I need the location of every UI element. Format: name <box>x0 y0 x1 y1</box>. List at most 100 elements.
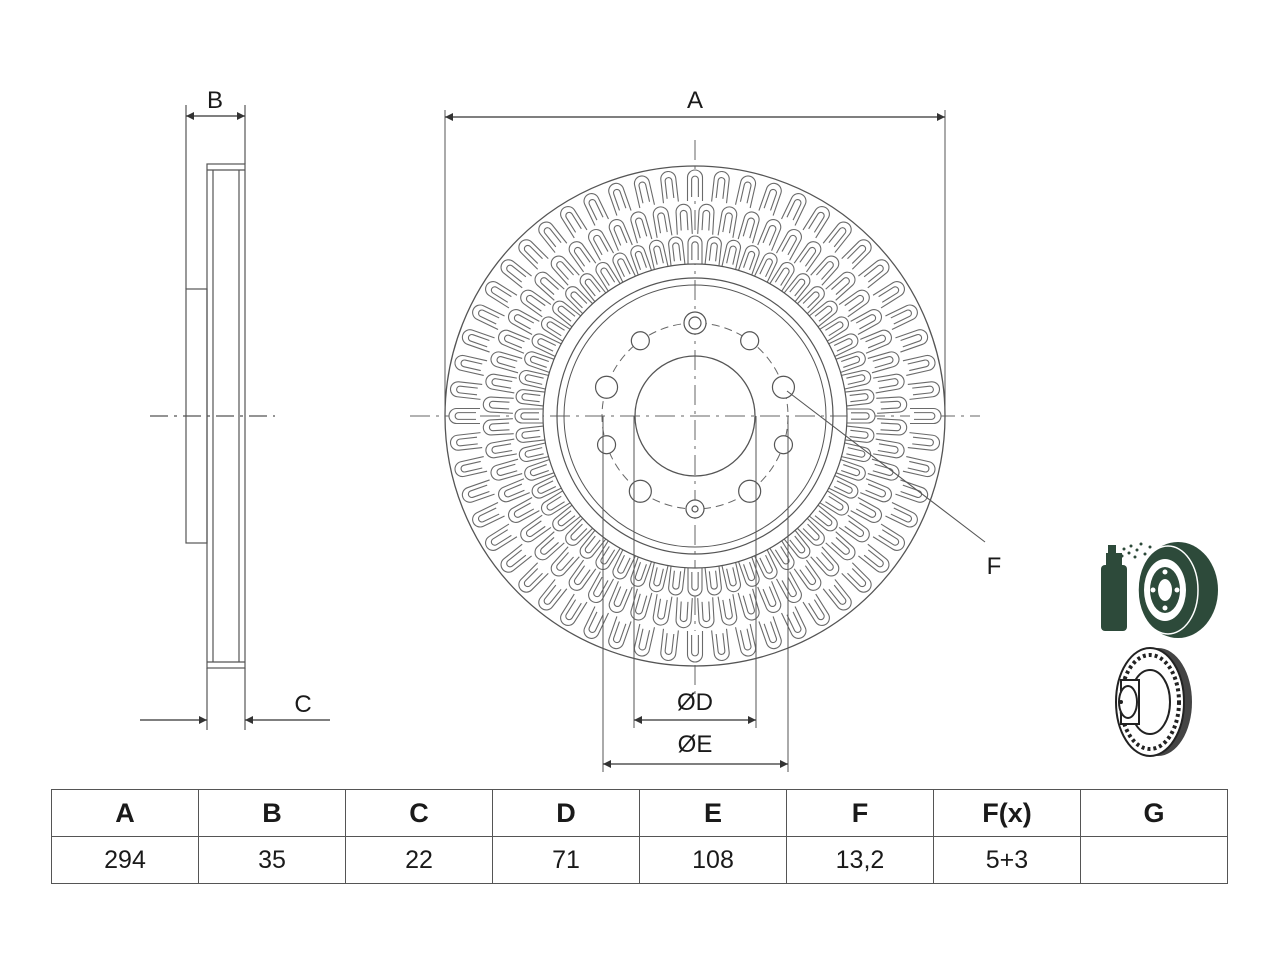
vent-slot-inner <box>521 393 541 403</box>
hub-hole <box>738 479 762 503</box>
vent-slot-inner <box>556 552 574 571</box>
vent-slot-inner <box>679 209 689 231</box>
vent-slot-inner <box>588 611 604 633</box>
vent-slot-inner <box>786 199 802 221</box>
vent-slot-inner <box>789 535 806 554</box>
table-value-cell: 13,2 <box>786 836 934 884</box>
vent-slot-inner <box>488 400 510 410</box>
vent-slot-inner <box>708 242 718 262</box>
vent-slot-inner <box>664 633 675 655</box>
vent-slot-inner <box>506 264 527 283</box>
vent-slot-inner <box>763 621 778 644</box>
leader-f-label: F <box>987 553 1002 580</box>
vent-slot-inner <box>743 562 756 582</box>
vent-slot-inner <box>612 621 627 644</box>
vent-slot-inner <box>617 258 631 278</box>
vent-slot-inner <box>600 267 616 286</box>
vent-slot-inner <box>513 502 535 518</box>
vent-slot-inner <box>743 250 756 270</box>
vent-slot-inner <box>617 554 631 574</box>
vent-slot-inner <box>872 356 894 369</box>
vent-slot-inner <box>726 245 737 265</box>
hub-hole <box>740 331 760 351</box>
vent-slot-inner <box>802 523 820 541</box>
vent-slot-inner <box>846 374 866 385</box>
vent-slot-inner <box>584 535 601 554</box>
specification-table: A B C D E F F(x) G 294 35 22 71 108 13,2… <box>51 789 1228 884</box>
vent-slot-inner <box>593 576 609 598</box>
dimension-e-label: ØE <box>678 731 713 758</box>
vent-slot-inner <box>584 278 601 297</box>
hub-hole <box>628 479 652 503</box>
vent-slot-inner <box>537 480 557 494</box>
vent-slot-inner <box>849 429 869 439</box>
vent-slot-inner <box>537 338 557 352</box>
vent-slot-inner <box>742 217 755 239</box>
vent-slot-inner <box>841 355 861 368</box>
vent-slot-inner <box>513 314 535 330</box>
vent-slot-inner <box>701 601 711 623</box>
vent-slot-inner <box>880 400 902 410</box>
vent-slot-inner <box>491 378 513 389</box>
vent-slot-inner <box>523 568 543 588</box>
disc-front-view <box>410 140 980 700</box>
hub-hole <box>691 505 699 513</box>
vent-slot-inner <box>878 286 900 303</box>
vent-slot-inner <box>762 586 777 607</box>
vent-slot-inner <box>525 520 546 538</box>
vent-slot-inner <box>701 209 711 231</box>
vent-slot-inner <box>774 267 790 286</box>
vent-slot-inner <box>825 321 844 337</box>
vent-slot-inner <box>565 599 582 621</box>
vent-slot-inner <box>825 495 844 511</box>
vent-slot-inner <box>634 562 647 582</box>
vent-slot-inner <box>691 241 699 260</box>
table-value-cell <box>1080 836 1228 884</box>
vent-slot-inner <box>460 359 483 372</box>
vent-slot-inner <box>855 502 877 518</box>
table-value-cell: 5+3 <box>933 836 1081 884</box>
vent-slot-inner <box>786 611 802 633</box>
center-bore <box>634 355 756 477</box>
vented-disc-perspective-icon <box>1115 647 1192 757</box>
vent-slot-inner <box>523 244 543 264</box>
vent-slot-inner <box>691 175 699 197</box>
vent-slot-inner <box>496 463 518 476</box>
vent-slot-inner <box>877 378 899 389</box>
vent-slot-inner <box>844 294 865 312</box>
vent-slot-inner <box>847 244 867 264</box>
vent-slot-inner <box>565 211 582 233</box>
dimension-d-label: ØD <box>677 689 713 716</box>
vent-slot-inner <box>863 549 884 568</box>
vent-slot-inner <box>570 523 588 541</box>
vent-slot-inner <box>467 484 490 499</box>
vent-slot-inner <box>478 309 500 325</box>
vent-slot-inner <box>847 568 867 588</box>
table-header-cell: C <box>345 789 493 837</box>
table-value-row: 294 35 22 71 108 13,2 5+3 <box>51 836 1228 884</box>
table-header-row: A B C D E F F(x) G <box>51 789 1228 837</box>
vent-slot-inner <box>781 576 797 598</box>
hub-hole <box>771 375 796 399</box>
vent-slot-inner <box>890 507 912 523</box>
vent-slot-inner <box>814 510 833 527</box>
vent-slot-inner <box>759 554 773 574</box>
disc-side-view <box>150 105 275 730</box>
vent-slot-inner <box>763 188 778 211</box>
vent-slot-inner <box>781 234 797 256</box>
vent-slot-inner <box>543 584 562 605</box>
vent-slot-inner <box>762 225 777 246</box>
vent-slot-inner <box>635 217 648 239</box>
vent-slot-inner <box>600 546 616 565</box>
table-header-cell: F(x) <box>933 789 1081 837</box>
dimension-b-label: B <box>207 87 223 114</box>
spray-can-coated-disc-icon <box>1101 542 1218 638</box>
vent-slot-inner <box>831 537 850 555</box>
vent-slot-inner <box>638 181 651 204</box>
hub-hole <box>688 316 702 330</box>
vent-slot-inner <box>488 422 510 432</box>
vent-slot-inner <box>708 570 718 590</box>
vent-slot-inner <box>877 443 899 454</box>
vent-slot-inner <box>722 598 733 620</box>
hub-hole <box>596 435 617 455</box>
